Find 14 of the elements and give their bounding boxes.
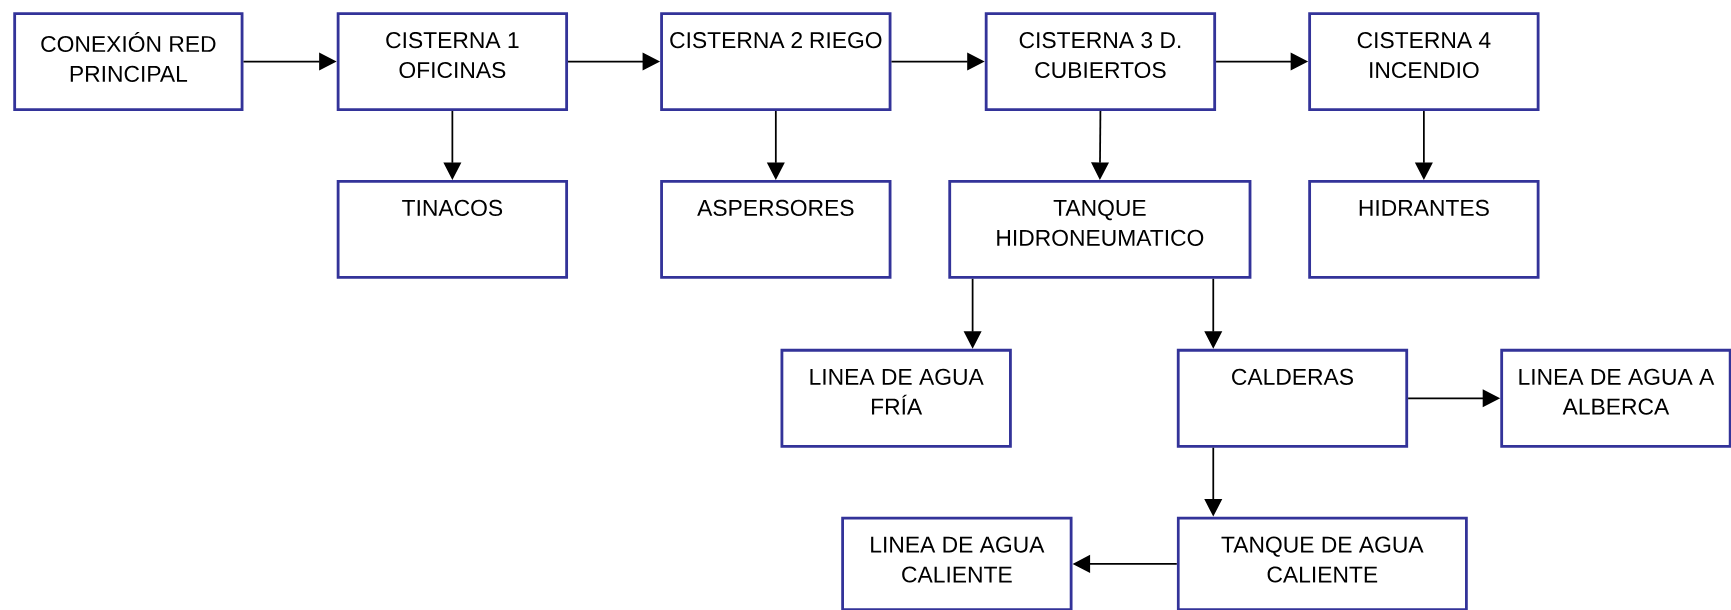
process-box: LINEA DE AGUA CALIENTE <box>841 516 1073 610</box>
process-box: CISTERNA 2 RIEGO <box>660 12 892 111</box>
process-box: LINEA DE AGUA A ALBERCA <box>1500 348 1731 448</box>
process-box: CALDERAS <box>1176 348 1409 448</box>
process-box: HIDRANTES <box>1308 179 1540 279</box>
process-box: CISTERNA 3 D. CUBIERTOS <box>984 12 1217 111</box>
process-box: TANQUE HIDRONEUMATICO <box>948 179 1252 279</box>
process-box: CISTERNA 1 OFICINAS <box>336 12 569 111</box>
process-box: TINACOS <box>336 179 569 279</box>
process-box: CISTERNA 4 INCENDIO <box>1308 12 1540 111</box>
process-box: CONEXIÓN RED PRINCIPAL <box>13 12 244 111</box>
process-box: ASPERSORES <box>660 179 892 279</box>
process-box: TANQUE DE AGUA CALIENTE <box>1176 516 1468 610</box>
process-box: LINEA DE AGUA FRÍA <box>780 348 1012 448</box>
